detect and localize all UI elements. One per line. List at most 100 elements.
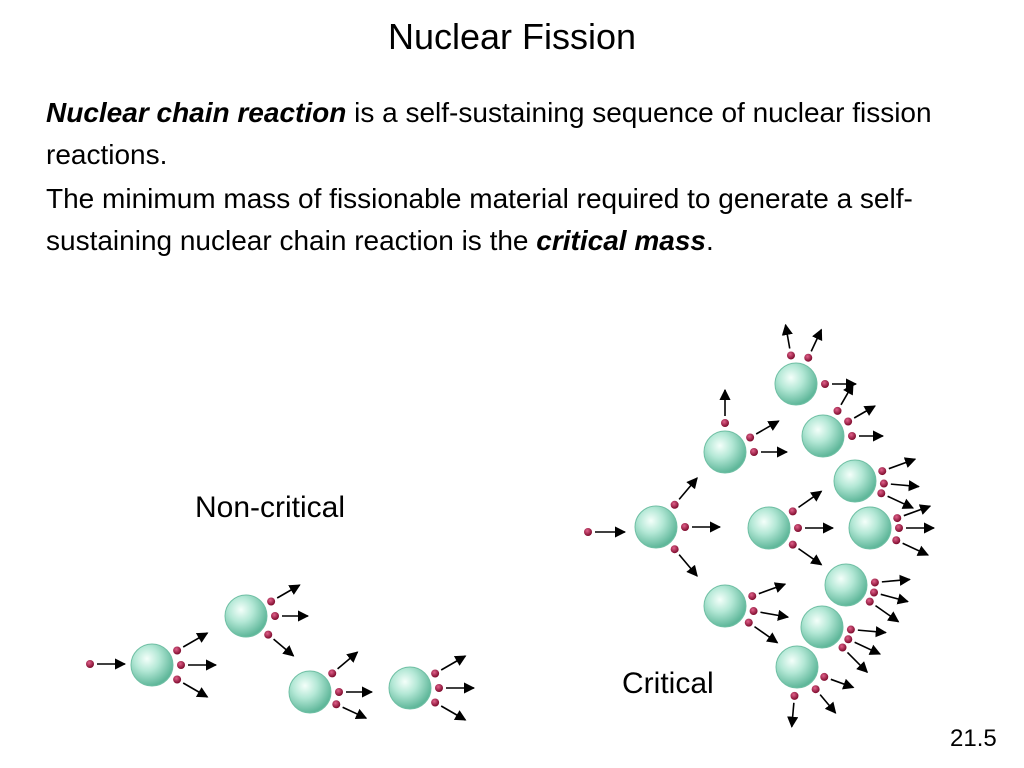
arrow-icon xyxy=(787,702,799,728)
nucleus-icon xyxy=(224,594,268,638)
critical-label: Critical xyxy=(622,667,714,700)
neutron-icon xyxy=(681,523,689,531)
neutron-icon xyxy=(435,684,443,692)
neutron-icon xyxy=(749,607,758,616)
nucleus-icon xyxy=(824,563,868,607)
arrow-icon xyxy=(890,480,920,492)
arrow-icon xyxy=(903,504,932,517)
arrow-icon xyxy=(276,584,301,599)
neutron-icon xyxy=(895,524,903,532)
nucleus-icon xyxy=(801,414,845,458)
neutron-icon xyxy=(844,635,853,644)
neutron-icon xyxy=(838,643,847,652)
neutron-icon xyxy=(744,618,753,627)
arrow-icon xyxy=(854,641,882,655)
neutron-icon xyxy=(267,597,276,606)
arrow-icon xyxy=(840,383,854,406)
nucleus-icon xyxy=(747,506,791,550)
arrow-icon xyxy=(440,655,467,671)
neutron-icon xyxy=(844,417,853,426)
neutron-icon xyxy=(746,433,755,442)
nucleus-icon xyxy=(703,584,747,628)
neutron-icon xyxy=(173,675,182,684)
arrow-icon xyxy=(182,682,209,698)
arrow-icon xyxy=(902,542,930,556)
nucleus-icon xyxy=(775,645,819,689)
nucleus-icon xyxy=(800,605,844,649)
arrow-icon xyxy=(755,420,780,435)
arrow-icon xyxy=(888,457,917,470)
nucleus-icon xyxy=(833,459,877,503)
arrow-icon xyxy=(182,632,209,648)
definition-critical-mass: The minimum mass of fissionable material… xyxy=(46,178,946,262)
neutron-icon xyxy=(786,351,795,360)
neutron-icon xyxy=(264,630,273,639)
arrow-icon xyxy=(273,638,295,657)
arrow-icon xyxy=(880,593,909,605)
neutron-icon xyxy=(892,536,901,545)
neutron-icon xyxy=(804,353,813,362)
term-critical-mass: critical mass xyxy=(536,225,706,256)
neutron-icon xyxy=(86,660,94,668)
definition-text: The minimum mass of fissionable material… xyxy=(46,183,913,256)
neutron-icon xyxy=(879,479,888,488)
neutron-icon xyxy=(848,432,856,440)
arrow-icon xyxy=(830,678,855,690)
neutron-icon xyxy=(721,419,729,427)
neutron-icon xyxy=(870,578,879,587)
neutron-icon xyxy=(893,514,902,523)
arrow-icon xyxy=(798,490,823,509)
critical-diagram xyxy=(584,323,936,728)
neutron-icon xyxy=(177,661,185,669)
arrow-icon xyxy=(846,651,869,674)
arrow-icon xyxy=(887,495,915,509)
arrow-icon xyxy=(760,609,790,621)
neutron-icon xyxy=(271,612,279,620)
neutron-icon xyxy=(790,691,799,700)
arrow-icon xyxy=(810,328,823,352)
arrow-icon xyxy=(678,554,698,577)
neutron-icon xyxy=(878,467,887,476)
neutron-icon xyxy=(821,380,829,388)
nucleus-icon xyxy=(288,670,332,714)
neutron-icon xyxy=(788,507,797,516)
arrow-icon xyxy=(678,477,698,500)
noncritical-diagram xyxy=(86,584,476,721)
nucleus-icon xyxy=(388,666,432,710)
arrow-icon xyxy=(758,582,787,595)
neutron-icon xyxy=(335,688,343,696)
arrow-icon xyxy=(853,405,876,419)
definition-text: is a self-sustaining sequence of nuclear… xyxy=(46,97,932,170)
arrow-icon xyxy=(798,547,823,566)
arrow-icon xyxy=(881,574,911,586)
nucleus-icon xyxy=(848,506,892,550)
neutron-icon xyxy=(833,406,842,415)
slide-number: 21.5 xyxy=(950,725,997,752)
neutron-icon xyxy=(877,489,886,498)
neutron-icon xyxy=(173,646,182,655)
arrow-icon xyxy=(819,694,837,714)
nucleus-icon xyxy=(774,362,818,406)
neutron-icon xyxy=(846,625,855,634)
arrow-icon xyxy=(337,651,359,670)
arrow-icon xyxy=(754,625,779,644)
nucleus-icon xyxy=(130,643,174,687)
nucleus-icon xyxy=(634,505,678,549)
nucleus-icon xyxy=(703,430,747,474)
arrow-icon xyxy=(875,604,900,623)
definition-chain-reaction: Nuclear chain reaction is a self-sustain… xyxy=(46,92,946,176)
neutron-icon xyxy=(870,588,879,597)
neutron-icon xyxy=(865,597,874,606)
neutron-icon xyxy=(670,545,679,554)
page-title: Nuclear Fission xyxy=(387,16,637,57)
neutron-icon xyxy=(431,669,440,678)
neutron-icon xyxy=(670,500,679,509)
neutron-icon xyxy=(328,669,337,678)
neutron-icon xyxy=(820,672,829,681)
neutron-icon xyxy=(794,524,802,532)
neutron-icon xyxy=(431,698,440,707)
neutron-icon xyxy=(750,448,758,456)
arrow-icon xyxy=(342,706,368,720)
term-chain-reaction: Nuclear chain reaction xyxy=(46,97,347,128)
